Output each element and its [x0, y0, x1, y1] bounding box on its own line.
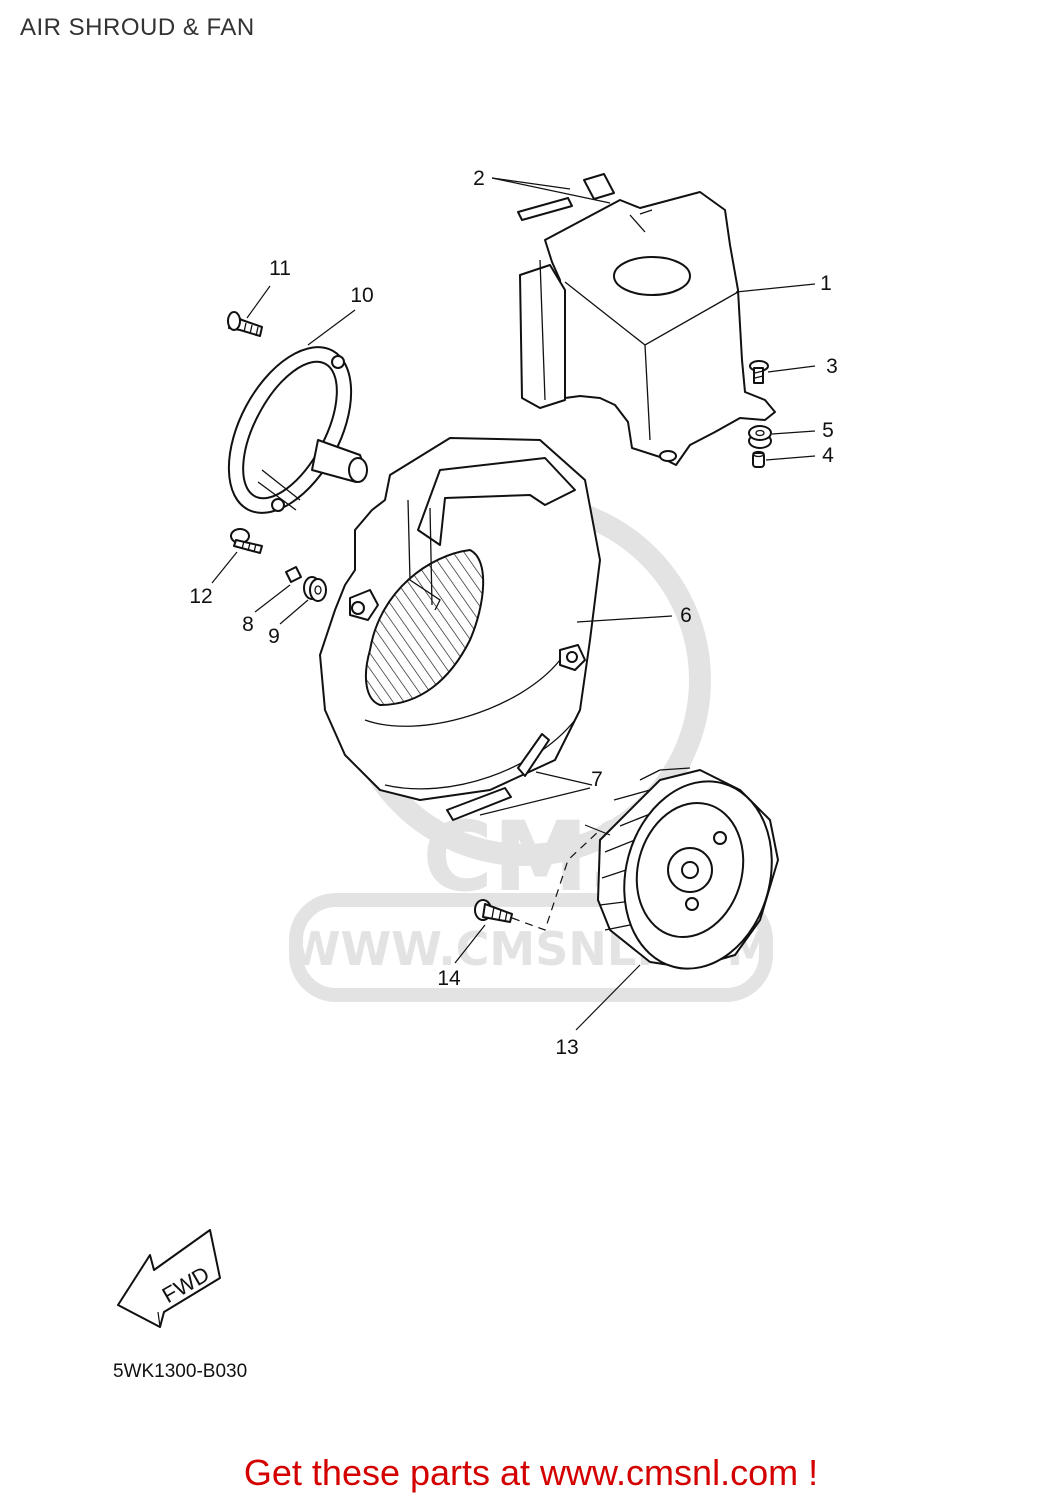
part-12-screw — [230, 528, 263, 554]
part-6-air-shroud-lower — [319, 437, 601, 801]
callout-7: 7 — [591, 768, 603, 791]
callout-2: 2 — [473, 167, 485, 190]
part-14-bolt — [474, 899, 513, 923]
part-3-screw — [749, 360, 769, 384]
callout-3: 3 — [826, 355, 838, 378]
part-10-cover — [227, 346, 368, 514]
part-11-screw — [227, 311, 263, 337]
callout-6: 6 — [680, 604, 692, 627]
leader-lines — [211, 177, 816, 1031]
callout-11: 11 — [269, 257, 291, 280]
callout-13: 13 — [555, 1036, 578, 1059]
callout-1: 1 — [820, 272, 832, 295]
callout-10: 10 — [350, 284, 373, 307]
part-2-sponge-strips — [517, 173, 615, 221]
part-5-grommet — [748, 425, 772, 449]
part-13-cooling-fan — [597, 767, 779, 970]
part-4-collar — [752, 450, 765, 468]
callout-8: 8 — [242, 613, 254, 636]
callout-5: 5 — [822, 419, 834, 442]
page-title: AIR SHROUD & FAN — [20, 14, 255, 41]
part-1-air-shroud-upper — [519, 191, 776, 466]
fwd-arrow-icon: FWD — [117, 1229, 221, 1328]
diagram-code: 5WK1300-B030 — [113, 1361, 248, 1382]
part-8-collar — [285, 566, 302, 583]
callout-9: 9 — [268, 625, 280, 648]
part-9-grommet — [303, 576, 327, 602]
callout-12: 12 — [189, 585, 212, 608]
callout-14: 14 — [437, 967, 461, 990]
callout-4: 4 — [822, 444, 834, 467]
promo-link[interactable]: Get these parts at www.cmsnl.com ! — [243, 1452, 819, 1493]
part-7-sponge-strips — [446, 733, 550, 821]
